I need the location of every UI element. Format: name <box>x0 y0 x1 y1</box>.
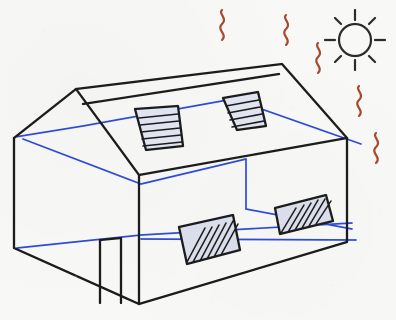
window-icon <box>179 215 240 264</box>
heat-wave-icon <box>220 10 378 163</box>
solar-panel-icon <box>223 92 266 130</box>
door-icon <box>100 238 121 303</box>
solar-panel-icon <box>135 106 183 150</box>
window-icon <box>275 195 333 234</box>
house-outline <box>14 64 347 304</box>
sun-icon <box>325 10 385 70</box>
